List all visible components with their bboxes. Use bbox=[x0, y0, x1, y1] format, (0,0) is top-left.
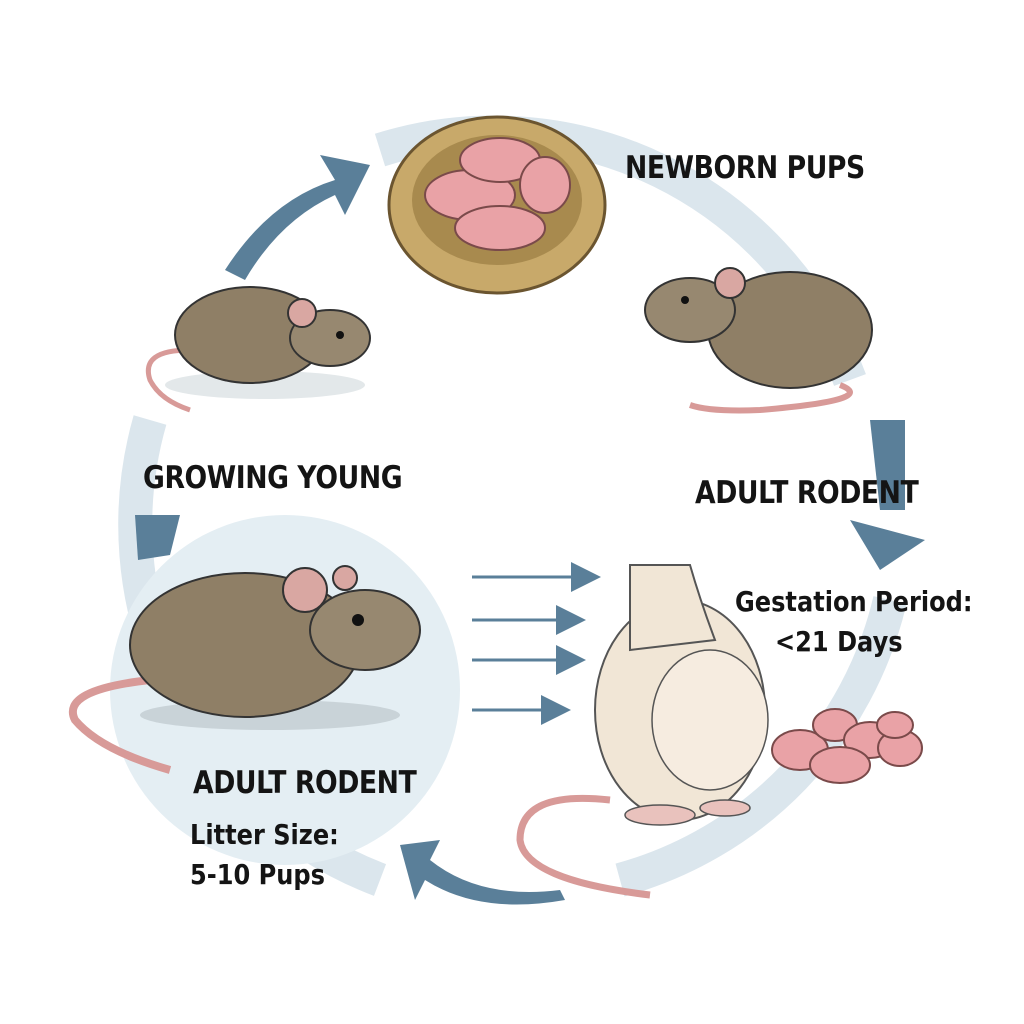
pups-cluster bbox=[771, 708, 923, 784]
adult-rat-top-right bbox=[644, 267, 873, 414]
adult-rat-large bbox=[69, 565, 421, 774]
arrow-top-left bbox=[225, 155, 370, 280]
transition-arrows bbox=[472, 562, 601, 725]
label-adult-rodent-right: ADULT RODENT bbox=[695, 475, 919, 511]
label-adult-rodent-left: ADULT RODENT bbox=[193, 765, 417, 801]
gestation-period-label: Gestation Period: bbox=[735, 585, 973, 618]
label-newborn-pups: NEWBORN PUPS bbox=[625, 150, 865, 186]
label-growing-young: GROWING YOUNG bbox=[143, 460, 403, 496]
cycle-arrows bbox=[135, 155, 925, 905]
arrow-bottom bbox=[400, 840, 565, 905]
pregnant-rat bbox=[516, 564, 769, 899]
arrow-left bbox=[135, 515, 180, 560]
litter-size-label: Litter Size: bbox=[190, 818, 339, 851]
arrow-right-head bbox=[850, 520, 925, 570]
arrow-right bbox=[870, 420, 905, 510]
nest-with-pups bbox=[387, 115, 607, 295]
gestation-period-value: <21 Days bbox=[775, 625, 903, 658]
young-rat-top-left bbox=[146, 286, 371, 413]
litter-size-value: 5-10 Pups bbox=[190, 858, 326, 891]
